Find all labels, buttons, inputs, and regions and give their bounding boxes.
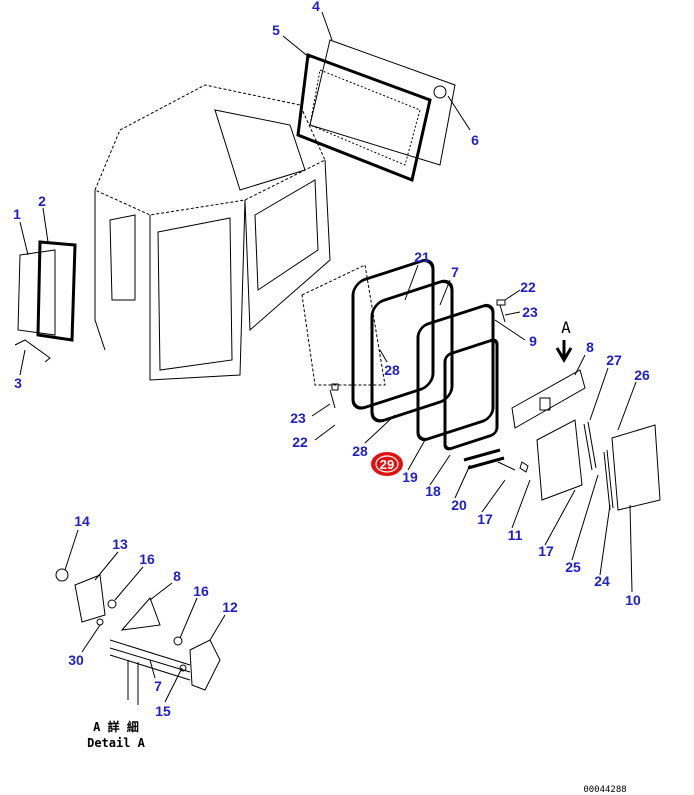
- callout-21: 21: [414, 249, 430, 265]
- callout-28: 28: [384, 362, 400, 378]
- callout-17: 17: [477, 511, 493, 527]
- callout-13: 13: [112, 536, 128, 552]
- callout-15: 15: [155, 703, 171, 719]
- callouts: 4 5 6 1 2 3 21 7 22 23 9 A 8 27 26 28 23…: [13, 0, 650, 719]
- callout-1: 1: [13, 206, 21, 222]
- highlight-ring: [375, 455, 399, 473]
- callout-24: 24: [594, 573, 610, 589]
- drawing-code: 00044288: [583, 785, 626, 795]
- callout-4: 4: [312, 0, 320, 14]
- view-arrow-label-a: A: [561, 318, 571, 337]
- callout-18: 18: [425, 483, 441, 499]
- callout-10: 10: [625, 592, 641, 608]
- callout-22: 22: [520, 279, 536, 295]
- callout-26: 26: [634, 367, 650, 383]
- sliding-window-parts: [497, 340, 661, 511]
- callout-7: 7: [451, 264, 459, 280]
- detail-label-en: Detail A: [87, 736, 146, 750]
- callout-19: 19: [402, 469, 418, 485]
- callout-25: 25: [565, 559, 581, 575]
- callout-9: 9: [529, 333, 537, 349]
- callout-22b: 22: [292, 434, 308, 450]
- callout-12: 12: [222, 599, 238, 615]
- callout-7b: 7: [154, 678, 162, 694]
- callout-6: 6: [471, 132, 479, 148]
- roof-window: [296, 39, 456, 183]
- window-seals: [301, 259, 506, 470]
- leader-lines: [19, 11, 637, 703]
- detail-label-jp: A 詳 細: [93, 719, 139, 734]
- callout-3: 3: [14, 375, 22, 391]
- callout-27: 27: [606, 352, 622, 368]
- callout-11: 11: [508, 527, 523, 543]
- callout-23b: 23: [290, 410, 306, 426]
- callout-17b: 17: [538, 543, 554, 559]
- callout-16b: 16: [193, 583, 209, 599]
- callout-14: 14: [74, 513, 90, 529]
- cab-frame: [94, 84, 331, 381]
- callout-28b: 28: [352, 443, 368, 459]
- callout-29-highlighted: 29: [380, 457, 394, 472]
- callout-5: 5: [272, 22, 280, 38]
- callout-8b: 8: [173, 568, 181, 584]
- callout-16: 16: [139, 551, 155, 567]
- callout-8: 8: [586, 339, 594, 355]
- callout-23: 23: [522, 304, 538, 320]
- callout-20: 20: [451, 497, 467, 513]
- callout-30: 30: [68, 652, 84, 668]
- callout-2: 2: [38, 193, 46, 209]
- side-window: [14, 240, 77, 363]
